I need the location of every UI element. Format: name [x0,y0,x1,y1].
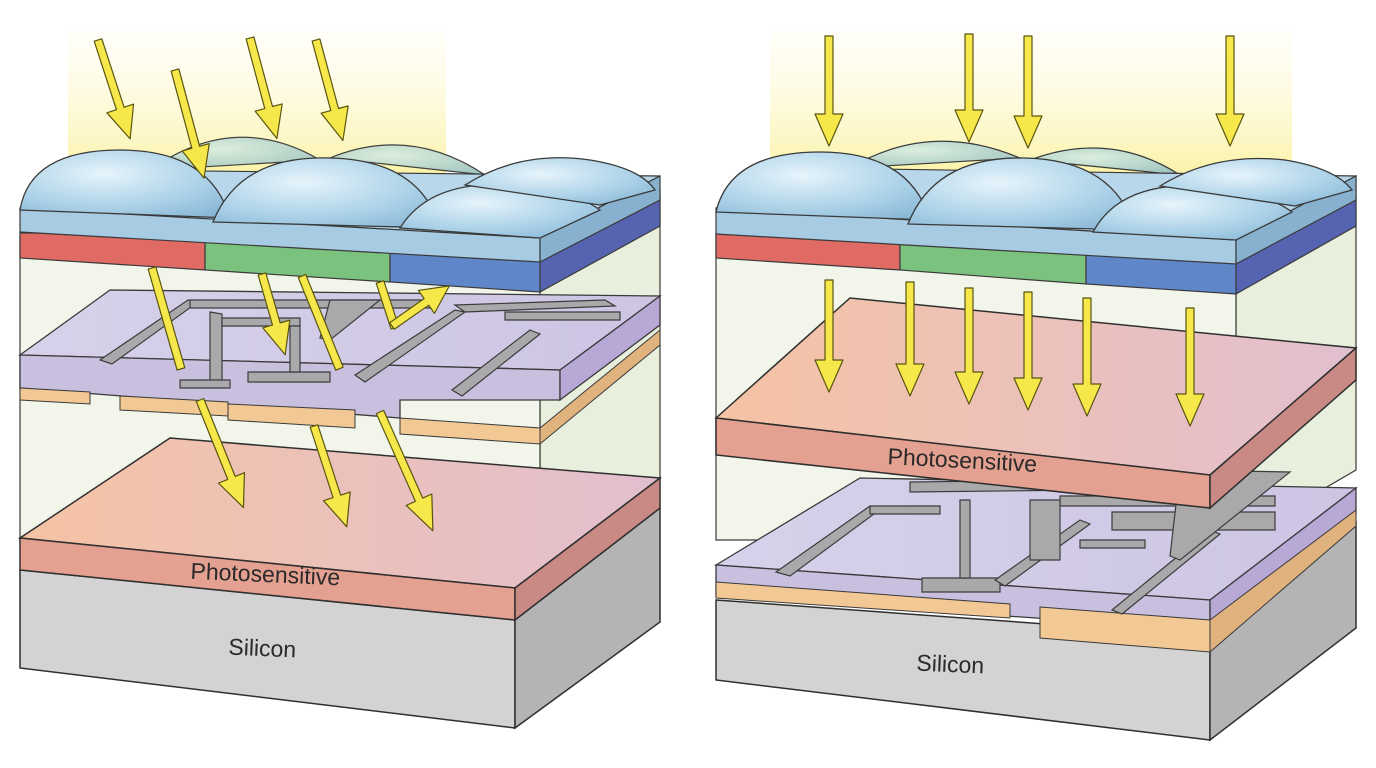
microlens-dome [1158,157,1354,207]
silicon-label: Silicon [228,634,297,663]
microlens-dome [849,140,1021,169]
light-ray-arrow [814,279,844,393]
wiring-layer-side [559,294,661,402]
insulator-strip [715,581,1011,619]
microlens-dome [907,157,1136,231]
light-ray-arrow [245,36,283,140]
insulator-strip [1209,508,1357,654]
light-ray-arrow [309,424,351,528]
light-ray-arrow [195,397,246,509]
light-ray-arrow [311,38,349,142]
microlens-dome [212,157,441,229]
light-ray-arrow [895,281,925,397]
back-illuminated-diagram: Photosensitive Silicon [713,30,1358,742]
microlens-dome [19,149,231,219]
light-ray-arrow [954,287,984,405]
light-ray-arrow [375,409,434,532]
microlens-dome [1029,147,1181,176]
metal-wiring [774,469,1292,615]
scattered-light-arrows [147,266,450,532]
light-ray-arrow [954,33,984,143]
light-ray-arrow [389,285,450,330]
photosensitive-side [514,476,661,622]
light-ray-arrow [1175,307,1205,427]
light-ray-arrow [147,266,186,371]
microlens-dome [463,157,657,206]
photosensitive-side [1209,346,1357,510]
insulator-strip [227,403,356,429]
light-ray-arrow [1013,35,1043,149]
light-ray-arrow [257,272,291,356]
light-ray-arrow [814,35,844,147]
microlens-dome [329,144,486,176]
insulator-strip [19,387,91,405]
microlens-dome [715,151,931,221]
silicon-label: Silicon [916,650,985,679]
incoming-light-arrows [93,36,349,179]
light-ray-arrow [1013,291,1043,411]
light-ray-arrow [93,38,135,140]
light-ray-arrow [1072,297,1102,417]
incoming-light-arrows [814,33,1245,149]
front-illuminated-diagram: Photosensitive Silicon [17,30,663,730]
transmitted-light-arrows [814,279,1205,427]
light-ray-arrow [297,273,344,371]
light-ray-arrow [1215,35,1245,147]
light-ray-arrow [170,68,210,179]
insulator-strip [539,328,661,446]
